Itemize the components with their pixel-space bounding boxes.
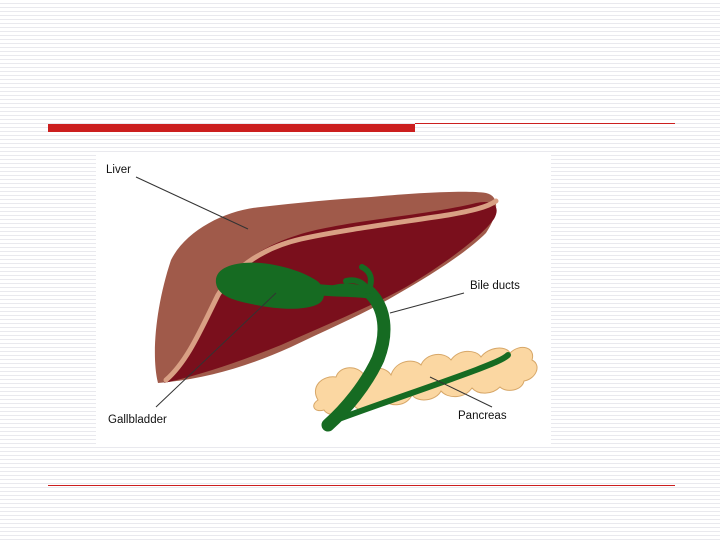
label-pancreas: Pancreas [458,410,507,422]
liver-rim [163,198,499,383]
label-gallbladder: Gallbladder [108,414,167,426]
pointer-gallbladder [155,292,277,408]
title-underline-thin [415,123,675,124]
label-bile-ducts: Bile ducts [470,280,520,292]
label-liver: Liver [106,164,131,176]
pointer-bile-ducts [389,292,465,314]
anatomy-figure: Liver Bile ducts Gallbladder Pancreas [96,155,551,447]
common-bile-duct [321,284,391,432]
pointer-liver [135,176,249,230]
hepatic-duct-branch-right [359,264,374,294]
pointer-pancreas [429,376,493,408]
title-underline-thick [48,124,415,132]
gallbladder-shape [215,262,325,309]
footer-divider [48,485,675,486]
pancreatic-duct [325,352,511,426]
anatomy-diagram: Liver Bile ducts Gallbladder Pancreas [96,155,551,447]
